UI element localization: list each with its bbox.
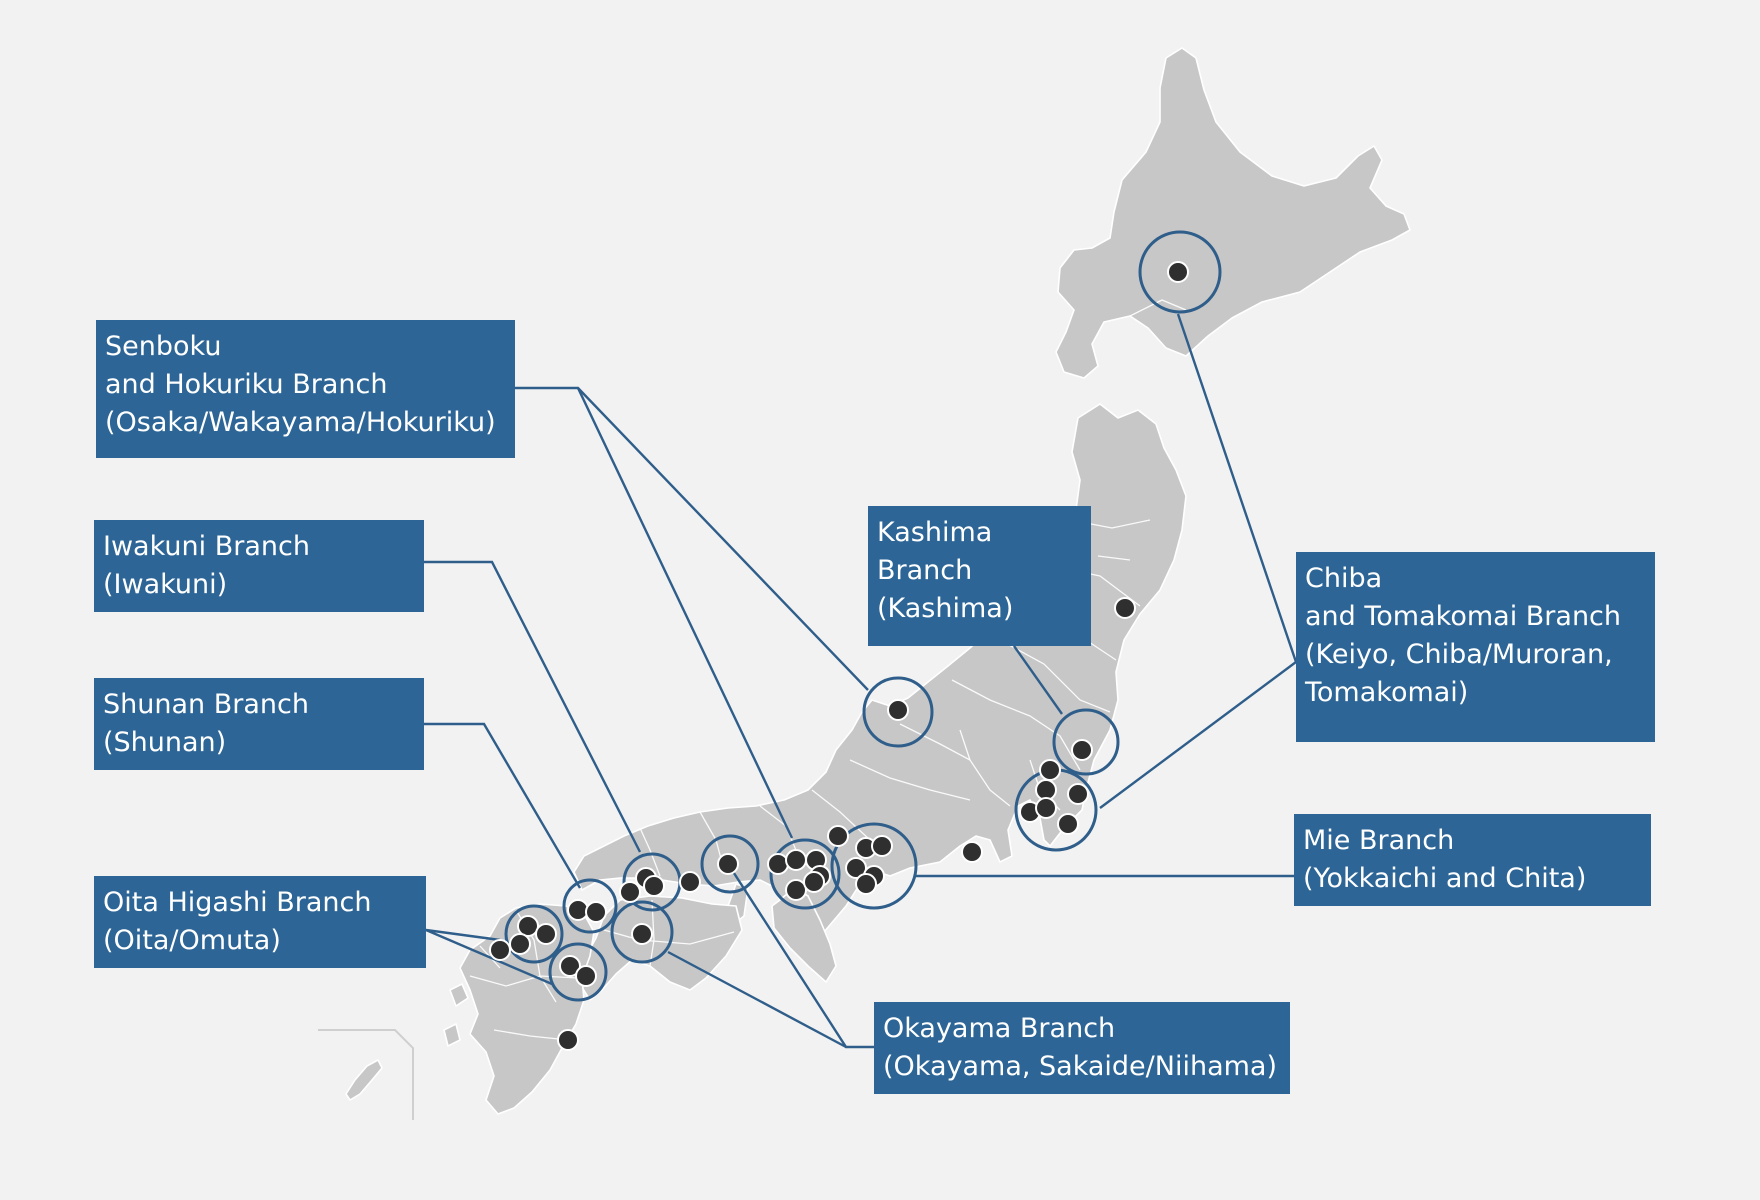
kashima-branch-label: Kashima Branch (Kashima) xyxy=(868,506,1091,646)
kashima-line-3: (Kashima) xyxy=(877,593,1014,624)
site-dot-icon xyxy=(827,825,849,847)
site-dot-icon xyxy=(887,699,909,721)
site-dot-icon xyxy=(767,853,789,875)
kashima-line-1: Kashima xyxy=(877,517,993,548)
site-dot-icon xyxy=(717,853,739,875)
site-dot-icon xyxy=(785,849,807,871)
oita-line-1: Oita Higashi Branch xyxy=(103,887,372,918)
leader-line-oita-a xyxy=(425,928,501,942)
chiba-line-4: Tomakomai) xyxy=(1305,677,1469,708)
site-dot-icon xyxy=(509,933,531,955)
chiba-tomakomai-branch-label: Chiba and Tomakomai Branch (Keiyo, Chiba… xyxy=(1296,552,1655,742)
okayama-line-2: (Okayama, Sakaide/Niihama) xyxy=(883,1051,1278,1082)
senboku-hokuriku-branch-label: Senboku and Hokuriku Branch (Osaka/Wakay… xyxy=(96,320,515,458)
leader-line-okayama-b xyxy=(667,950,847,1049)
okayama-branch-label: Okayama Branch (Okayama, Sakaide/Niihama… xyxy=(874,1002,1290,1094)
highlight-ring-icon xyxy=(830,822,918,910)
site-dot-icon xyxy=(631,923,653,945)
hokkaido-inner-line xyxy=(1129,299,1187,317)
okinawa-island xyxy=(345,1059,383,1101)
highlight-ring-icon xyxy=(610,900,674,964)
senboku-line-1: Senboku xyxy=(105,331,222,362)
kashima-line-2: Branch xyxy=(877,555,973,586)
leader-line-kashima xyxy=(1013,645,1063,715)
chiba-line-1: Chiba xyxy=(1305,563,1383,594)
site-dot-icon xyxy=(855,873,877,895)
site-dot-icon xyxy=(1071,739,1093,761)
site-dot-icon xyxy=(567,899,589,921)
iwakuni-line-2: (Iwakuni) xyxy=(103,569,228,600)
leader-line-shunan xyxy=(424,722,582,889)
site-dot-icon xyxy=(575,965,597,987)
leader-line-senboku-hokuriku xyxy=(515,386,869,691)
site-dot-icon xyxy=(557,1029,579,1051)
mie-line-2: (Yokkaichi and Chita) xyxy=(1303,863,1587,894)
site-dot-icon xyxy=(559,955,581,977)
hokkaido-island xyxy=(1055,47,1411,379)
site-dot-icon xyxy=(585,901,607,923)
chiba-line-2: and Tomakomai Branch xyxy=(1305,601,1622,632)
okayama-line-1: Okayama Branch xyxy=(883,1013,1116,1044)
iwakuni-line-1: Iwakuni Branch xyxy=(103,531,310,562)
site-dot-icon xyxy=(619,881,641,903)
mie-branch-label: Mie Branch (Yokkaichi and Chita) xyxy=(1294,814,1651,906)
okinawa-inset-frame xyxy=(318,1029,414,1120)
site-dot-icon xyxy=(871,835,893,857)
highlight-ring-icon xyxy=(504,904,564,964)
leader-line-oita-b xyxy=(425,928,553,986)
highlight-ring-icon xyxy=(700,834,760,894)
highlight-ring-icon xyxy=(862,676,934,748)
shunan-line-2: (Shunan) xyxy=(103,727,227,758)
site-dot-icon xyxy=(1114,597,1136,619)
site-dot-icon xyxy=(1067,783,1089,805)
leader-line-iwakuni xyxy=(424,560,642,853)
shunan-line-1: Shunan Branch xyxy=(103,689,309,720)
chiba-line-3: (Keiyo, Chiba/Muroran, xyxy=(1305,639,1613,670)
mie-line-1: Mie Branch xyxy=(1303,825,1455,856)
highlight-ring-icon xyxy=(1052,708,1120,776)
oita-line-2: (Oita/Omuta) xyxy=(103,925,281,956)
site-dot-icon xyxy=(517,915,539,937)
leader-line-senboku-osaka xyxy=(576,387,794,839)
site-dot-icon xyxy=(961,841,983,863)
shikoku-prefecture-lines xyxy=(603,899,735,967)
senboku-line-3: (Osaka/Wakayama/Hokuriku) xyxy=(105,407,496,438)
site-dot-icon xyxy=(489,939,511,961)
site-dot-icon xyxy=(1039,759,1061,781)
highlight-ring-icon xyxy=(548,942,608,1002)
site-dot-icon xyxy=(643,875,665,897)
site-dot-icon xyxy=(785,879,807,901)
oita-higashi-branch-label: Oita Higashi Branch (Oita/Omuta) xyxy=(94,876,426,968)
leader-line-tomakomai xyxy=(1176,313,1298,663)
senboku-line-2: and Hokuriku Branch xyxy=(105,369,388,400)
leader-line-chiba xyxy=(1099,661,1297,809)
highlight-ring-icon xyxy=(769,838,841,910)
highlight-ring-icon xyxy=(562,878,618,934)
site-dot-icon xyxy=(1167,261,1189,283)
site-dot-icon xyxy=(1035,797,1057,819)
site-dot-icon xyxy=(535,923,557,945)
kyushu-prefecture-lines xyxy=(469,909,579,1041)
site-dot-icon xyxy=(679,871,701,893)
highlight-ring-icon xyxy=(1138,230,1222,314)
site-dot-icon xyxy=(803,871,825,893)
shunan-branch-label: Shunan Branch (Shunan) xyxy=(94,678,424,770)
kyushu-western-islets xyxy=(443,983,469,1047)
iwakuni-branch-label: Iwakuni Branch (Iwakuni) xyxy=(94,520,424,612)
site-dot-icon xyxy=(845,857,867,879)
site-dot-icon xyxy=(1057,813,1079,835)
